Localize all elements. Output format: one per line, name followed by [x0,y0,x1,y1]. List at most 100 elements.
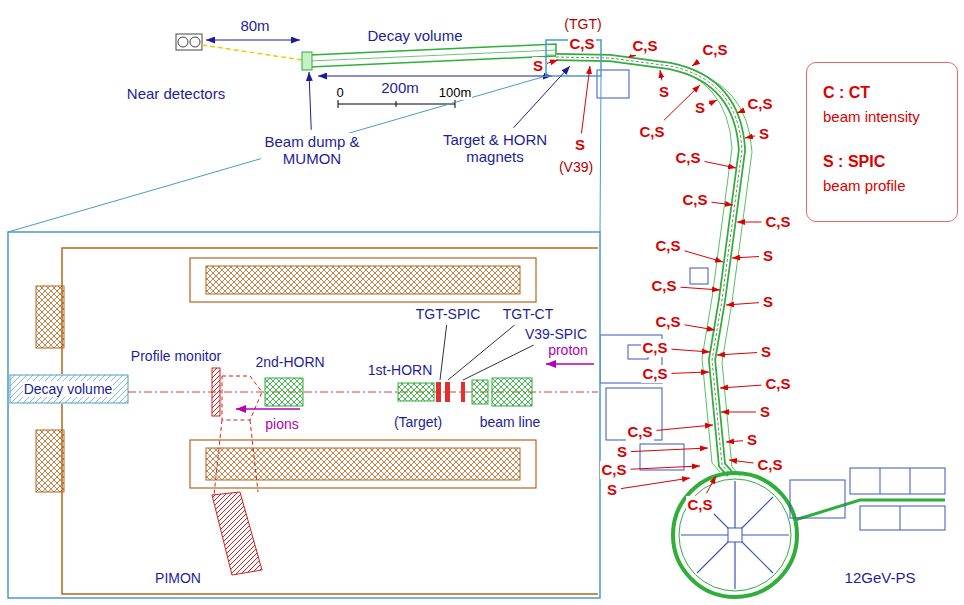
monitor-callout: C,S [626,423,653,440]
target-station-inset-part [236,408,300,409]
site-map-part [673,473,797,597]
place-label: Decay volume [366,27,463,44]
leader-arrow [309,72,311,130]
component-label: PIMON [154,570,202,586]
leader-arrow [737,222,761,223]
monitor-callout: C,S [654,237,681,254]
site-map [8,34,945,597]
legend-description: beam intensity [823,108,941,126]
target-station-inset-part [8,232,600,598]
scale-label: 0 [335,86,344,101]
site-map-part [681,481,789,589]
place-label: Target & HORN magnets [439,131,551,166]
site-map-part [790,480,845,518]
monitor-callout: C,S [764,375,791,392]
site-map-part [318,76,552,77]
monitor-callout: S [762,247,774,264]
site-map-part [860,506,945,530]
leader-arrow [448,325,515,380]
target-station-inset-part [222,376,262,420]
component-label: (Target) [393,414,443,430]
monitor-callout: C,S [600,461,627,478]
component-label: Profile monitor [130,348,222,364]
leader-arrow [685,251,724,262]
particle-label: proton [547,342,589,358]
site-map-part [310,50,556,61]
leader-arrow [631,466,701,469]
monitor-callout: S [606,481,618,498]
monitor-callout: S [694,99,706,116]
leader-arrow [672,349,711,352]
site-map-part [206,40,300,41]
site-map-part [202,45,302,60]
monitor-label: V39-SPIC [524,326,588,342]
site-map-part [795,500,945,520]
monitor-callout: S [758,125,770,142]
target-station-inset-part [436,382,441,402]
target-station-inset-part [36,430,64,492]
component-label: beam line [479,414,542,430]
place-label: Beam dump & MUMON [261,133,363,168]
target-station-inset-part [461,382,465,402]
target-station-inset-part [190,258,536,302]
leader-arrow [737,110,743,113]
legend-key: C : CT [823,83,941,102]
monitor-callout: C,S [638,123,665,140]
monitor-callout: C,S [641,339,668,356]
leader-arrow [705,161,737,168]
leader-arrow [721,412,756,413]
leader-arrow [706,476,716,493]
monitor-callout: C,S [641,365,668,382]
monitor-callout: C,S [674,149,701,166]
leader-arrow [581,66,590,133]
target-station-inset-part [190,440,536,488]
leader-arrow [621,478,690,489]
accelerator-label: 12GeV-PS [844,569,917,586]
leader-arrow [729,460,753,463]
leader-arrow [681,287,721,290]
target-station-inset-part [472,380,488,404]
component-label: 1st-HORN [367,362,434,378]
monitor-callout: S [658,83,670,100]
site-map-part [690,268,708,284]
monitor-callout: S [574,136,586,153]
leader-arrow [547,60,558,63]
leader-arrow [692,61,698,66]
site-map-part [302,52,312,70]
site-map-part [597,70,629,98]
leader-arrow [685,325,716,330]
location-tag: (TGT) [563,16,602,32]
legend-description: beam profile [823,177,941,195]
monitor-callout: C,S [654,313,681,330]
target-station-inset-part [265,378,303,406]
site-map-part [640,444,684,470]
monitor-callout: C,S [631,37,658,54]
monitor-callout: C,S [650,277,677,294]
target-station-inset [8,232,600,598]
site-map-part [310,44,556,67]
component-label: Decay volume [23,381,114,397]
target-station-inset-part [206,266,520,294]
monitor-callout: S [746,431,758,448]
leader-arrow [709,100,717,104]
leader-arrow [717,353,757,355]
monitor-callout: C,S [701,41,728,58]
location-tag: (V39) [558,159,594,175]
target-station-inset-part [398,383,434,401]
target-station-inset-part [62,248,598,594]
monitor-callout: S [532,57,544,74]
leader-arrow [463,345,534,380]
distance-label: 200m [380,79,420,96]
monitor-callout: S [616,443,628,460]
legend-key: S : SPIC [823,152,941,171]
leader-arrow [732,257,759,258]
site-map-part [600,76,601,232]
site-map-part [176,34,202,50]
target-station-inset-part [10,375,128,403]
target-station-inset-part [212,492,262,575]
leader-arrow [712,202,734,205]
component-label: 2nd-HORN [254,354,325,370]
monitor-callout: S [759,403,771,420]
leader-arrow [726,303,759,305]
